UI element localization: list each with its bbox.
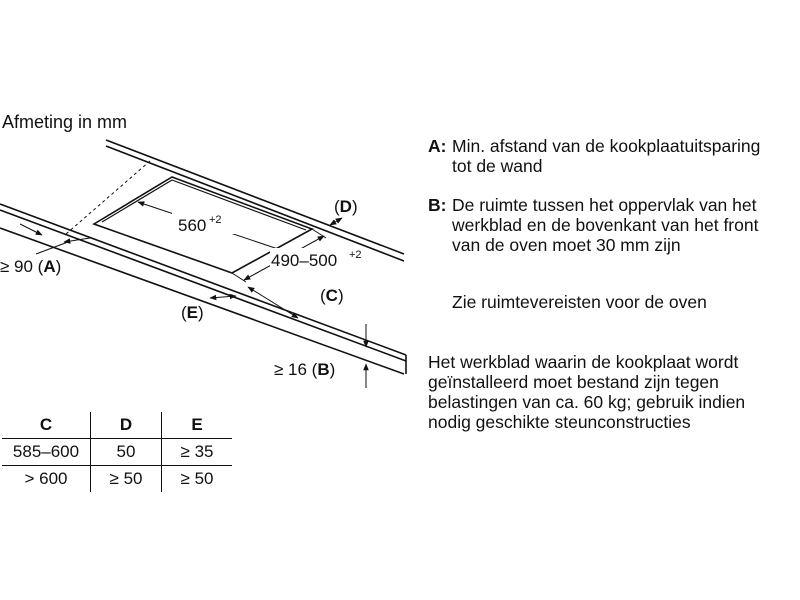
wall-reference-dashed <box>65 160 151 235</box>
depth-label-bg <box>270 248 366 270</box>
table-cell: 50 <box>90 438 162 466</box>
table-cell: > 600 <box>24 469 68 488</box>
c-dimension-line <box>247 286 299 319</box>
unit-title: Afmeting in mm <box>2 112 127 132</box>
note-oven-text: Zie ruimtevereisten voor de oven <box>452 292 707 312</box>
depth-ext-line-1 <box>231 272 247 283</box>
countertop-front-edge <box>0 203 407 375</box>
note-b-text: De ruimte tussen het oppervlak van het w… <box>452 195 800 255</box>
note-line: tot de wand <box>452 156 543 176</box>
table-cell: ≥ 50 <box>90 465 162 492</box>
a-dimension-arrow-left <box>19 223 43 236</box>
clearance-table: C D E 585–600 50 ≥ 35 > 600 ≥ 50 ≥ 50 <box>2 412 232 492</box>
a-dimension-arrow-right <box>63 237 91 244</box>
table-row: > 600 ≥ 50 ≥ 50 <box>2 465 232 492</box>
table-cell: ≥ 50 <box>161 465 232 492</box>
d-label: (D) <box>334 197 358 216</box>
width-dimension-value: 560 <box>178 216 206 235</box>
table-header-row: C D E <box>2 412 232 439</box>
depth-dimension-value: 490–500 <box>271 251 337 270</box>
table-header-c: C <box>2 412 91 439</box>
note-a-text: Min. afstand van de kookplaatuitsparing … <box>452 136 800 176</box>
e-label: (E) <box>181 303 204 322</box>
table-row: 585–600 50 ≥ 35 <box>2 438 232 466</box>
width-dimension-tolerance: +2 <box>209 214 222 226</box>
table-header-e: E <box>161 412 232 439</box>
note-line: Het werkblad waarin de kookplaat wordt <box>428 352 739 372</box>
depth-dimension-tolerance: +2 <box>349 249 362 261</box>
note-a-key: A: <box>428 136 447 156</box>
table-header-d: D <box>90 412 162 439</box>
note-b-key: B: <box>428 195 447 215</box>
b-label: ≥ 16 (B) <box>274 360 335 379</box>
d-dimension-line <box>329 217 343 226</box>
note-line: De ruimte tussen het oppervlak van het <box>452 195 757 215</box>
table-cell: 585–600 <box>2 438 91 466</box>
note-line: van de oven moet 30 mm zijn <box>452 235 681 255</box>
note-load-text: Het werkblad waarin de kookplaat wordt g… <box>428 352 798 432</box>
a-label: ≥ 90 (A) <box>0 257 61 276</box>
note-line: belastingen van ca. 60 kg; gebruik indie… <box>428 392 746 412</box>
width-label-bg <box>172 212 238 234</box>
cutout-inner-left <box>101 179 173 223</box>
e-dimension-line <box>209 293 237 301</box>
note-line: werkblad en de bovenkant van het front <box>452 215 759 235</box>
table-cell: ≥ 35 <box>161 438 232 466</box>
c-label: (C) <box>320 286 344 305</box>
note-line: geïnstalleerd moet bestand zijn tegen <box>428 372 719 392</box>
note-line: Min. afstand van de kookplaatuitsparing <box>452 136 761 156</box>
note-line: nodig geschikte steunconstructies <box>428 412 691 432</box>
a-leader <box>35 241 69 255</box>
